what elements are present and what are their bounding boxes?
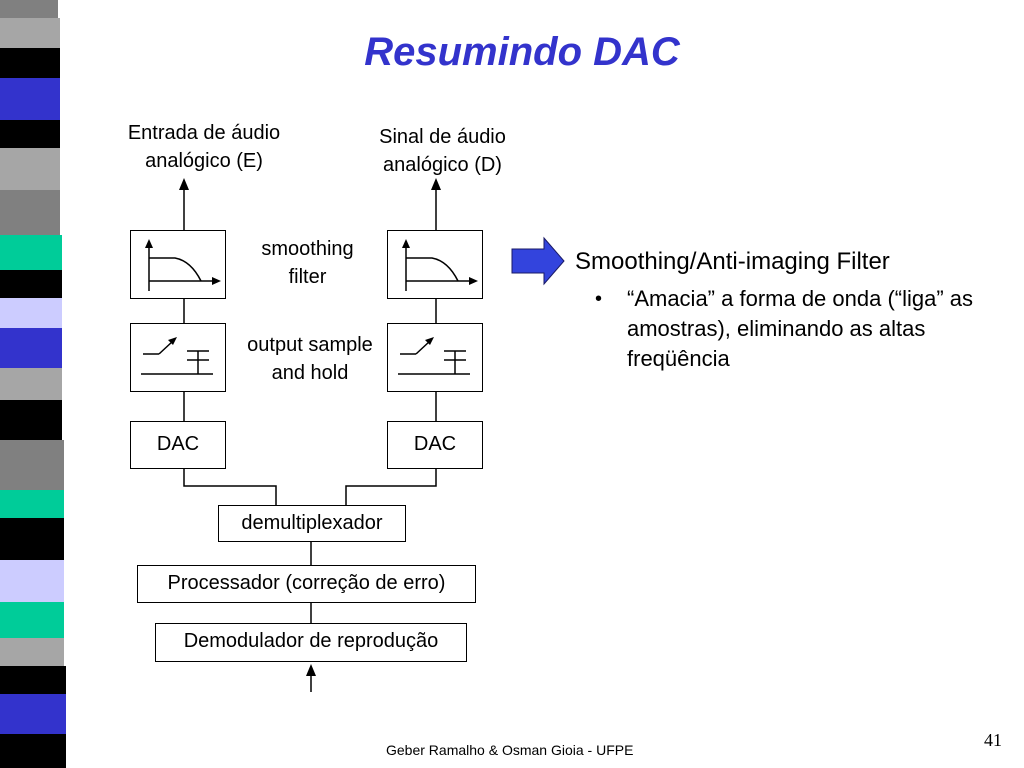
- right-dac-box: DAC: [387, 421, 483, 469]
- stripe-segment: [0, 48, 60, 78]
- stripe-segment: [0, 694, 66, 734]
- demodulator-box: Demodulador de reprodução: [155, 623, 467, 662]
- stripe-segment: [0, 148, 60, 190]
- notes-heading: Smoothing/Anti-imaging Filter: [575, 248, 890, 275]
- bullet-marker: •: [595, 288, 603, 310]
- sample-hold-switch-icon: [141, 337, 213, 375]
- stripe-segment: [0, 666, 66, 694]
- stripe-segment: [0, 328, 62, 368]
- stripe-segment: [0, 270, 62, 298]
- stripe-segment: [0, 18, 60, 48]
- up-arrow-icon: [306, 664, 316, 676]
- decorative-stripe: [0, 0, 70, 768]
- stripe-segment: [0, 400, 62, 440]
- page-number: 41: [984, 730, 1002, 750]
- lowpass-filter-icon: [402, 239, 478, 291]
- lowpass-filter-icon: [145, 239, 221, 291]
- processor-box: Processador (correção de erro): [137, 565, 476, 603]
- stripe-segment: [0, 638, 64, 666]
- stripe-segment: [0, 440, 64, 490]
- block-arrow-right-icon: [511, 236, 565, 286]
- slide-footer: Geber Ramalho & Osman Gioia - UFPE: [386, 742, 634, 758]
- right-output-label: Sinal de áudio analógico (D): [379, 126, 506, 176]
- sample-hold-switch-icon: [398, 337, 470, 375]
- left-output-label: Entrada de áudio analógico (E): [127, 122, 281, 172]
- up-arrow-icon: [179, 178, 189, 190]
- stripe-segment: [0, 368, 62, 400]
- right-smoothing-filter-box: [387, 230, 483, 299]
- stripe-segment: [0, 602, 64, 638]
- stripe-segment: [0, 120, 60, 148]
- sample-hold-label: output sample and hold: [247, 334, 373, 384]
- slide-title: Resumindo DAC: [364, 30, 680, 74]
- up-arrow-icon: [431, 178, 441, 190]
- bullet-text: “Amacia” a forma de onda (“liga” as amos…: [627, 286, 974, 371]
- stripe-segment: [0, 490, 64, 518]
- stripe-segment: [0, 78, 60, 120]
- stripe-segment: [0, 235, 62, 270]
- left-smoothing-filter-box: [130, 230, 226, 299]
- stripe-segment: [0, 0, 58, 18]
- stripe-segment: [0, 518, 64, 560]
- right-sample-hold-box: [387, 323, 483, 392]
- smoothing-filter-label: smoothing filter: [261, 238, 354, 288]
- demultiplexer-box: demultiplexador: [218, 505, 406, 542]
- stripe-segment: [0, 190, 60, 235]
- left-dac-box: DAC: [130, 421, 226, 469]
- stripe-segment: [0, 298, 62, 328]
- left-sample-hold-box: [130, 323, 226, 392]
- stripe-segment: [0, 560, 64, 602]
- stripe-segment: [0, 734, 66, 768]
